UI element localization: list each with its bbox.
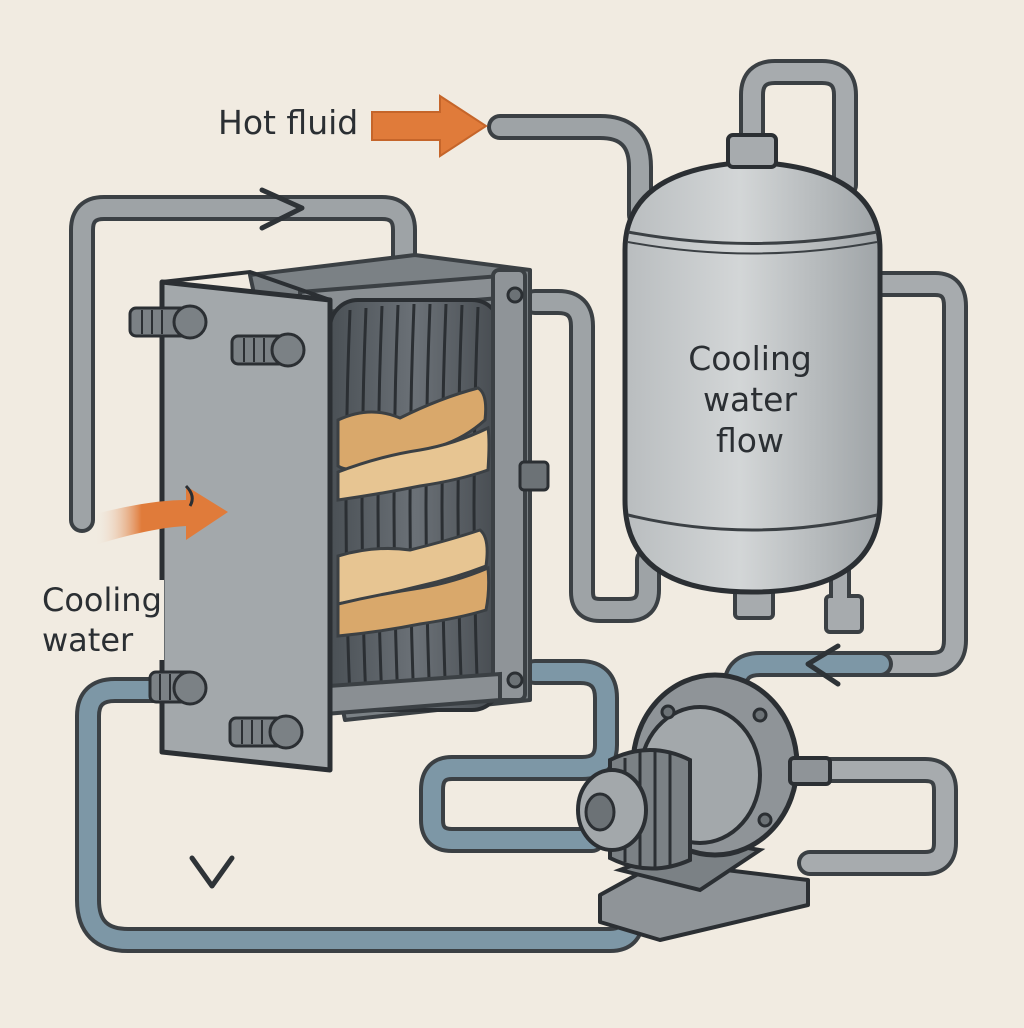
bolt-threads: [141, 310, 265, 744]
hot-fluid-label: Hot fluid: [218, 103, 359, 142]
plate-ridges: [344, 303, 480, 707]
cooling-water-label-line-2: water: [42, 621, 134, 659]
hot-fluid-arrow-icon: [371, 94, 488, 158]
cooling-water-label-line-1: Cooling: [42, 581, 162, 619]
cooling-water-flow-label: Cooling water flow: [660, 338, 840, 461]
arrow-left-down: [189, 855, 235, 889]
flow-arrows: [189, 187, 841, 889]
plate-heat-exchanger-icon: [128, 253, 550, 773]
cooling-water-pipes: [75, 651, 893, 953]
cooling-water-flow-line-2: water: [702, 380, 798, 419]
arrow-right-return: [805, 643, 841, 687]
centrifugal-pump-icon: [576, 672, 832, 942]
arrow-top-loop: [259, 187, 305, 231]
cooling-water-flow-line-3: flow: [716, 421, 784, 460]
cooling-water-flow-line-1: Cooling: [688, 339, 812, 378]
cooling-water-label: Cooling water: [40, 580, 164, 660]
hot-fluid-pipes: [69, 59, 968, 876]
vertical-tank-icon: [622, 133, 883, 634]
exchanger-inlet-arrow-icon: [95, 484, 228, 545]
exchanger-bolts: [128, 304, 306, 750]
